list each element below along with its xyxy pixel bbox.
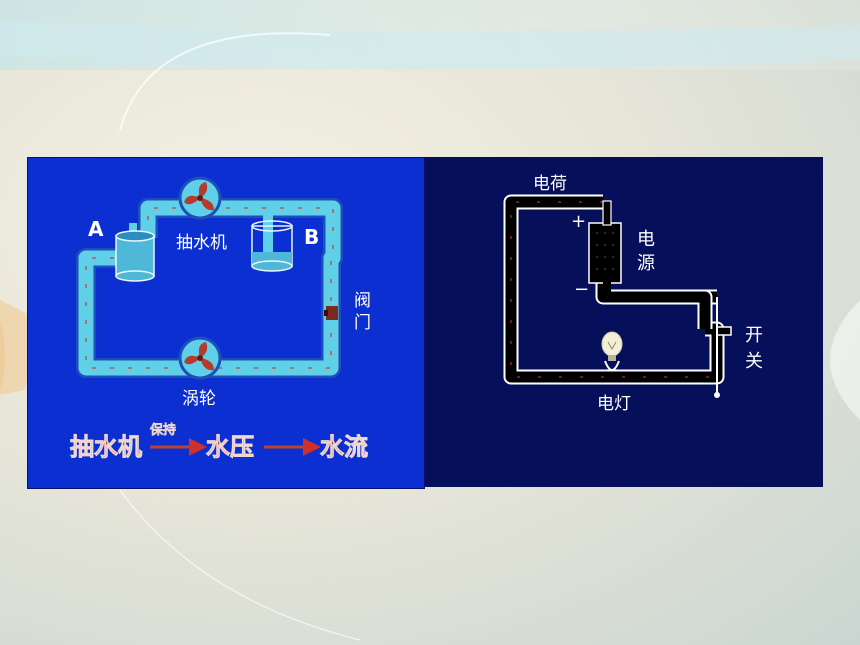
switch-icon bbox=[714, 297, 732, 398]
minus-sign: − bbox=[574, 279, 589, 300]
circuit-wire bbox=[503, 194, 725, 385]
water-circuit-diagram: A B 抽水机 涡轮 阀 门 抽水机 保持 水压 水流 bbox=[70, 176, 371, 462]
plus-sign: + bbox=[571, 211, 586, 232]
source-label-bottom: 源 bbox=[637, 253, 655, 274]
valve-label-bottom: 门 bbox=[354, 313, 371, 333]
electric-circuit-panel: 电荷 + − 电 源 开 关 电灯 bbox=[425, 157, 823, 487]
valve-icon bbox=[324, 306, 338, 320]
pump-fan-icon bbox=[178, 176, 222, 220]
switch-label-top: 开 bbox=[745, 325, 763, 346]
source-label-top: 电 bbox=[637, 229, 655, 250]
water-formula: 抽水机 保持 水压 水流 bbox=[70, 422, 369, 462]
water-circuit-panel: A B 抽水机 涡轮 阀 门 抽水机 保持 水压 水流 bbox=[27, 157, 425, 489]
turbine-label: 涡轮 bbox=[182, 389, 216, 409]
formula-flow: 水流 bbox=[320, 433, 368, 461]
tank-a bbox=[115, 230, 155, 282]
formula-keep: 保持 bbox=[149, 422, 176, 438]
turbine-fan-icon bbox=[178, 336, 222, 380]
electric-circuit-diagram: 电荷 + − 电 源 开 关 电灯 bbox=[503, 174, 763, 414]
formula-pump: 抽水机 bbox=[70, 433, 142, 461]
lamp-label: 电灯 bbox=[597, 394, 631, 414]
formula-pressure: 水压 bbox=[206, 433, 254, 461]
lamp-icon bbox=[601, 331, 623, 371]
valve-label-top: 阀 bbox=[354, 291, 371, 311]
battery-icon bbox=[588, 200, 622, 297]
pump-label: 抽水机 bbox=[176, 233, 227, 253]
tank-a-label: A bbox=[88, 217, 104, 241]
charge-label: 电荷 bbox=[533, 174, 567, 194]
tank-b bbox=[251, 220, 293, 272]
switch-label-bottom: 关 bbox=[745, 351, 763, 372]
tank-b-label: B bbox=[304, 225, 319, 249]
